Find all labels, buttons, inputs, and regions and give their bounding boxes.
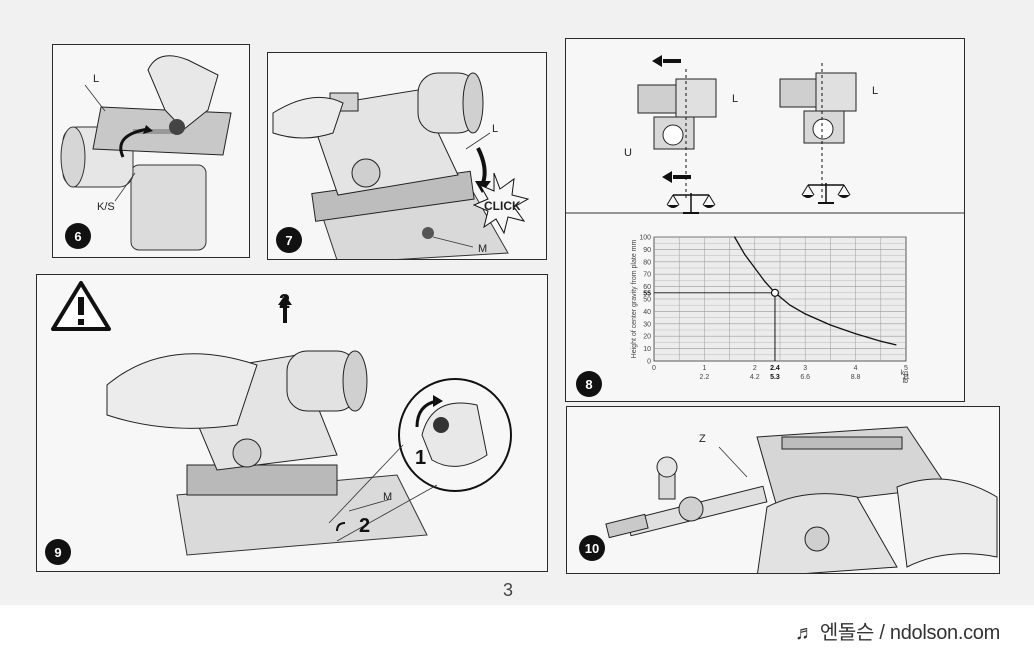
data-point <box>744 253 746 255</box>
step-number-8: 8 <box>576 371 602 397</box>
label-z: Z <box>699 433 706 445</box>
y-tick-label: 60 <box>643 284 651 291</box>
arrow-left-icon <box>662 171 672 183</box>
step-number-10: 10 <box>579 535 605 561</box>
panel-10: Z 10 <box>566 406 1000 574</box>
page-number: 3 <box>503 580 514 600</box>
y-tick-label: 70 <box>643 272 651 279</box>
label-l: L <box>872 85 879 97</box>
balance-scale-icon <box>666 193 716 214</box>
warning-triangle-icon <box>51 281 111 331</box>
y-tick-label: 90 <box>643 247 651 254</box>
highlight-point <box>770 288 780 297</box>
x-tick-label-lb: 2.2 <box>700 374 710 381</box>
panel-9-illustration <box>51 281 512 556</box>
data-point <box>880 340 882 342</box>
label-click: CLICK <box>484 199 521 213</box>
step-number-9: 9 <box>45 539 71 565</box>
label-m: M <box>478 243 488 255</box>
y-axis-label: Height of center gravity from plate mm <box>631 240 638 359</box>
y-tick-label: 0 <box>647 359 651 366</box>
panel-10-illustration <box>605 426 998 573</box>
x-tick-label-kg: 2.4 <box>770 365 780 372</box>
data-point <box>734 236 736 238</box>
label-l: L <box>732 93 739 105</box>
data-point <box>829 324 831 326</box>
y-tick-label: 40 <box>643 309 651 316</box>
panel-9: M 1 2 2 9 <box>36 274 548 572</box>
x-tick-label-kg: 2 <box>753 365 757 372</box>
data-point <box>764 281 766 283</box>
y-tick-label: 10 <box>643 346 651 353</box>
label-u: U <box>624 147 632 159</box>
data-point <box>895 344 897 346</box>
panel-7-illustration <box>272 72 530 259</box>
x-axis-label-lb: lb <box>903 378 909 385</box>
x-tick-label-kg: 5 <box>904 365 908 372</box>
step-label-2-top: 2 <box>279 291 291 313</box>
x-tick-label-lb: 6.6 <box>800 374 810 381</box>
panel-6-illustration <box>60 55 232 251</box>
step-label-1: 1 <box>415 447 427 469</box>
data-point <box>855 333 857 335</box>
balance-scale-icon <box>801 183 851 204</box>
x-tick-label-kg: 1 <box>702 365 706 372</box>
x-tick-label-lb: 8.8 <box>851 374 861 381</box>
x-tick-label-lb: 4.2 <box>750 374 760 381</box>
y-tick-label: 55 <box>643 290 651 297</box>
x-tick-label-kg: 4 <box>854 365 858 372</box>
y-tick-label: 30 <box>643 321 651 328</box>
step-number-7: 7 <box>276 227 302 253</box>
rotate-arrow-icon <box>119 127 149 158</box>
data-point <box>754 267 756 269</box>
y-tick-label: 80 <box>643 259 651 266</box>
panel-6: L K/S 6 <box>52 44 250 258</box>
y-tick-label: 100 <box>639 235 651 242</box>
label-l: L <box>93 73 100 85</box>
label-m: M <box>383 491 393 503</box>
x-tick-label-lb: 11 <box>902 374 909 381</box>
panel-7: L CLICK M 7 <box>267 52 547 260</box>
label-ks: K/S <box>97 201 115 213</box>
x-tick-label-kg: 0 <box>652 365 656 372</box>
x-axis-label-kg: kg <box>901 370 909 377</box>
arrow-up-icon <box>278 295 292 305</box>
step-number-6: 6 <box>65 223 91 249</box>
step-label-2-bottom: 2 <box>359 515 371 537</box>
data-point <box>804 313 806 315</box>
watermark-footer: ♬ 엔돌슨 / ndolson.com <box>794 622 1000 644</box>
x-tick-label-kg: 3 <box>803 365 807 372</box>
y-tick-label: 20 <box>643 334 651 341</box>
data-point <box>789 304 791 306</box>
y-tick-label: 50 <box>643 297 651 304</box>
arrow-left-icon <box>652 55 662 67</box>
label-l: L <box>492 123 499 135</box>
x-tick-label-lb: 5.3 <box>770 374 780 381</box>
